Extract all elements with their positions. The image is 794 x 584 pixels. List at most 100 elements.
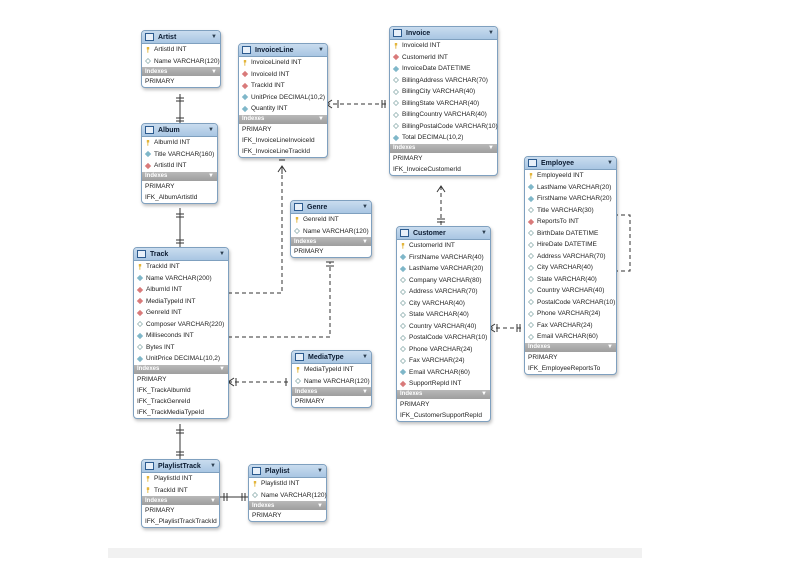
column-row[interactable]: Title VARCHAR(30) (525, 205, 616, 217)
column-row[interactable]: AlbumId INT (134, 284, 228, 296)
table-header[interactable]: MediaType▼ (292, 351, 371, 364)
column-row[interactable]: BillingPostalCode VARCHAR(10) (390, 121, 498, 133)
column-row[interactable]: SupportRepId INT (397, 378, 490, 390)
collapse-arrow-icon[interactable]: ▼ (362, 388, 368, 395)
table-header[interactable]: Track▼ (134, 248, 228, 261)
column-row[interactable]: PostalCode VARCHAR(10) (525, 297, 616, 309)
index-row[interactable]: IFK_PlaylistTrackTrackId (145, 518, 217, 525)
column-row[interactable]: City VARCHAR(40) (525, 262, 616, 274)
collapse-arrow-icon[interactable]: ▼ (208, 127, 214, 133)
collapse-arrow-icon[interactable]: ▼ (318, 47, 324, 53)
index-row[interactable]: IFK_InvoiceLineInvoiceId (242, 136, 315, 144)
column-row[interactable]: Composer VARCHAR(220) (134, 319, 228, 331)
column-row[interactable]: ReportsTo INT (525, 216, 616, 228)
index-row[interactable]: IFK_InvoiceCustomerId (393, 165, 461, 173)
column-row[interactable]: MediaTypeId INT (134, 296, 228, 308)
index-row[interactable]: PRIMARY (145, 182, 175, 190)
index-row[interactable]: PRIMARY (295, 398, 325, 405)
index-row[interactable]: IFK_InvoiceLineTrackId (242, 147, 311, 155)
column-row[interactable]: FirstName VARCHAR(20) (525, 193, 616, 205)
column-row[interactable]: City VARCHAR(40) (397, 298, 490, 310)
column-row[interactable]: LastName VARCHAR(20) (397, 263, 490, 275)
column-row[interactable]: Fax VARCHAR(24) (525, 320, 616, 332)
column-row[interactable]: Phone VARCHAR(24) (525, 308, 616, 320)
column-row[interactable]: BillingCountry VARCHAR(40) (390, 109, 497, 121)
column-row[interactable]: Bytes INT (134, 342, 228, 354)
column-row[interactable]: FirstName VARCHAR(40) (397, 252, 490, 264)
indexes-header[interactable]: Indexes▼ (142, 67, 220, 76)
collapse-arrow-icon[interactable]: ▼ (219, 251, 225, 257)
collapse-arrow-icon[interactable]: ▼ (211, 68, 217, 75)
column-row[interactable]: MediaTypeId INT (292, 364, 371, 376)
column-row[interactable]: TrackId INT (142, 485, 219, 497)
column-row[interactable]: PlaylistId INT (249, 478, 326, 490)
index-row[interactable]: PRIMARY (400, 400, 430, 408)
table-header[interactable]: Genre▼ (291, 201, 371, 214)
collapse-arrow-icon[interactable]: ▼ (481, 391, 487, 397)
column-row[interactable]: Name VARCHAR(120) (142, 56, 220, 68)
column-row[interactable]: Email VARCHAR(60) (525, 331, 616, 343)
collapse-arrow-icon[interactable]: ▼ (362, 238, 368, 245)
column-row[interactable]: ArtistId INT (142, 160, 217, 172)
collapse-arrow-icon[interactable]: ▼ (219, 366, 225, 372)
index-row[interactable]: PRIMARY (137, 375, 167, 383)
indexes-header[interactable]: Indexes▼ (525, 342, 616, 352)
collapse-arrow-icon[interactable]: ▼ (210, 463, 216, 469)
column-row[interactable]: UnitPrice DECIMAL(10,2) (134, 353, 228, 365)
index-row[interactable]: IFK_EmployeeReportsTo (528, 364, 601, 372)
index-row[interactable]: PRIMARY (528, 353, 558, 361)
column-row[interactable]: HireDate DATETIME (525, 239, 616, 251)
collapse-arrow-icon[interactable]: ▼ (317, 502, 323, 509)
column-row[interactable]: InvoiceId INT (390, 40, 497, 52)
collapse-arrow-icon[interactable]: ▼ (607, 344, 613, 350)
collapse-arrow-icon[interactable]: ▼ (362, 204, 368, 210)
column-row[interactable]: Email VARCHAR(60) (397, 367, 490, 379)
indexes-header[interactable]: Indexes▼ (291, 237, 371, 246)
indexes-header[interactable]: Indexes▼ (239, 114, 327, 124)
column-row[interactable]: UnitPrice DECIMAL(10,2) (239, 92, 327, 104)
column-row[interactable]: Title VARCHAR(160) (142, 149, 217, 161)
collapse-arrow-icon[interactable]: ▼ (488, 30, 494, 36)
column-row[interactable]: PostalCode VARCHAR(10) (397, 332, 490, 344)
column-row[interactable]: Fax VARCHAR(24) (397, 355, 490, 367)
column-row[interactable]: Address VARCHAR(70) (397, 286, 490, 298)
column-row[interactable]: Name VARCHAR(120) (292, 376, 371, 388)
indexes-header[interactable]: Indexes▼ (142, 496, 219, 505)
column-row[interactable]: InvoiceDate DATETIME (390, 63, 497, 75)
index-row[interactable]: PRIMARY (145, 78, 175, 85)
column-row[interactable]: Quantity INT (239, 103, 327, 115)
collapse-arrow-icon[interactable]: ▼ (488, 145, 494, 151)
collapse-arrow-icon[interactable]: ▼ (208, 173, 214, 179)
table-header[interactable]: Invoice▼ (390, 27, 497, 40)
column-row[interactable]: GenreId INT (291, 214, 371, 226)
index-row[interactable]: PRIMARY (252, 512, 282, 519)
table-header[interactable]: Playlist▼ (249, 465, 326, 478)
column-row[interactable]: EmployeeId INT (525, 170, 616, 182)
column-row[interactable]: Name VARCHAR(120) (249, 490, 327, 502)
index-row[interactable]: PRIMARY (393, 154, 423, 162)
column-row[interactable]: CustomerId INT (397, 240, 490, 252)
column-row[interactable]: GenreId INT (134, 307, 228, 319)
column-row[interactable]: BillingCity VARCHAR(40) (390, 86, 497, 98)
collapse-arrow-icon[interactable]: ▼ (362, 354, 368, 360)
column-row[interactable]: Total DECIMAL(10,2) (390, 132, 497, 144)
table-header[interactable]: InvoiceLine▼ (239, 44, 327, 57)
index-row[interactable]: PRIMARY (145, 507, 175, 514)
column-row[interactable]: InvoiceId INT (239, 69, 327, 81)
column-row[interactable]: Country VARCHAR(40) (525, 285, 616, 297)
indexes-header[interactable]: Indexes▼ (134, 364, 228, 374)
collapse-arrow-icon[interactable]: ▼ (607, 160, 613, 166)
column-row[interactable]: TrackId INT (134, 261, 228, 273)
column-row[interactable]: BillingState VARCHAR(40) (390, 98, 497, 110)
column-row[interactable]: PlaylistId INT (142, 473, 219, 485)
collapse-arrow-icon[interactable]: ▼ (481, 230, 487, 236)
column-row[interactable]: State VARCHAR(40) (525, 274, 616, 286)
indexes-header[interactable]: Indexes▼ (397, 389, 490, 399)
index-row[interactable]: IFK_TrackGenreId (137, 397, 191, 405)
column-row[interactable]: Address VARCHAR(70) (525, 251, 616, 263)
